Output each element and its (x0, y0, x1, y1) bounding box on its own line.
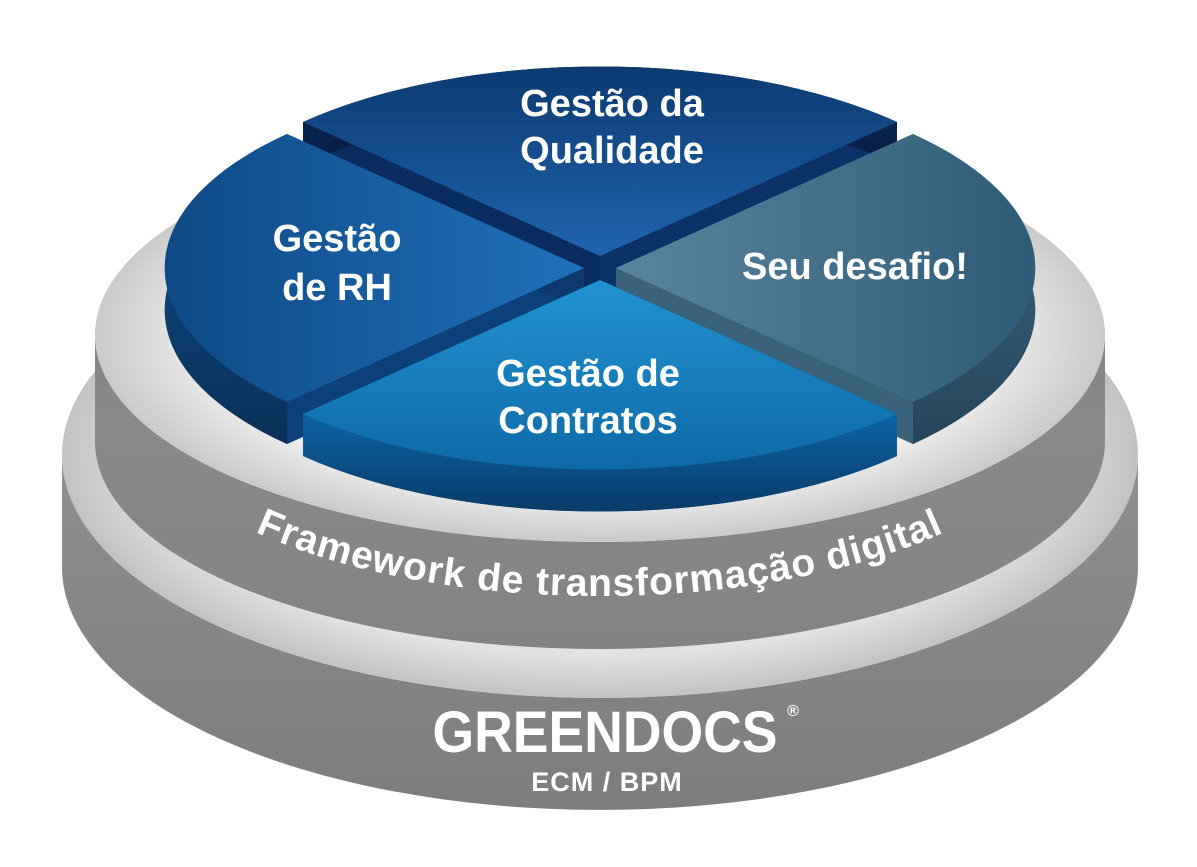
brand-block: GREENDOCS ® ECM / BPM (433, 700, 800, 797)
slice-label-qualidade-line1: Gestão da (520, 83, 705, 125)
pie-slice-contratos-arc-side (303, 414, 897, 512)
slice-label-contratos-line2: Contratos (498, 400, 677, 442)
brand-name: GREENDOCS (433, 700, 778, 765)
pie-slice-desafio-top (616, 134, 1036, 402)
pie-slice-qualidade-top (303, 66, 897, 256)
pie-slice-contratos-top (303, 280, 897, 470)
brand-subtitle: ECM / BPM (531, 767, 683, 797)
slice-label-qualidade-line2: Qualidade (520, 130, 704, 172)
slice-label-rh-line2: de RH (282, 267, 392, 309)
pie-slice-rh-top (164, 134, 585, 402)
base-cylinder-side (62, 455, 1138, 810)
slice-label-rh-line1: Gestão (273, 218, 402, 260)
registered-mark-icon: ® (787, 703, 799, 720)
pie-slice-qualidade: Gestão da Qualidade (303, 66, 897, 299)
slice-label-desafio: Seu desafio! (742, 246, 968, 288)
slice-label-contratos-line1: Gestão de (496, 353, 680, 395)
framework-ring-side (95, 335, 1105, 649)
pie-slice-contratos: Gestão de Contratos (303, 280, 897, 512)
